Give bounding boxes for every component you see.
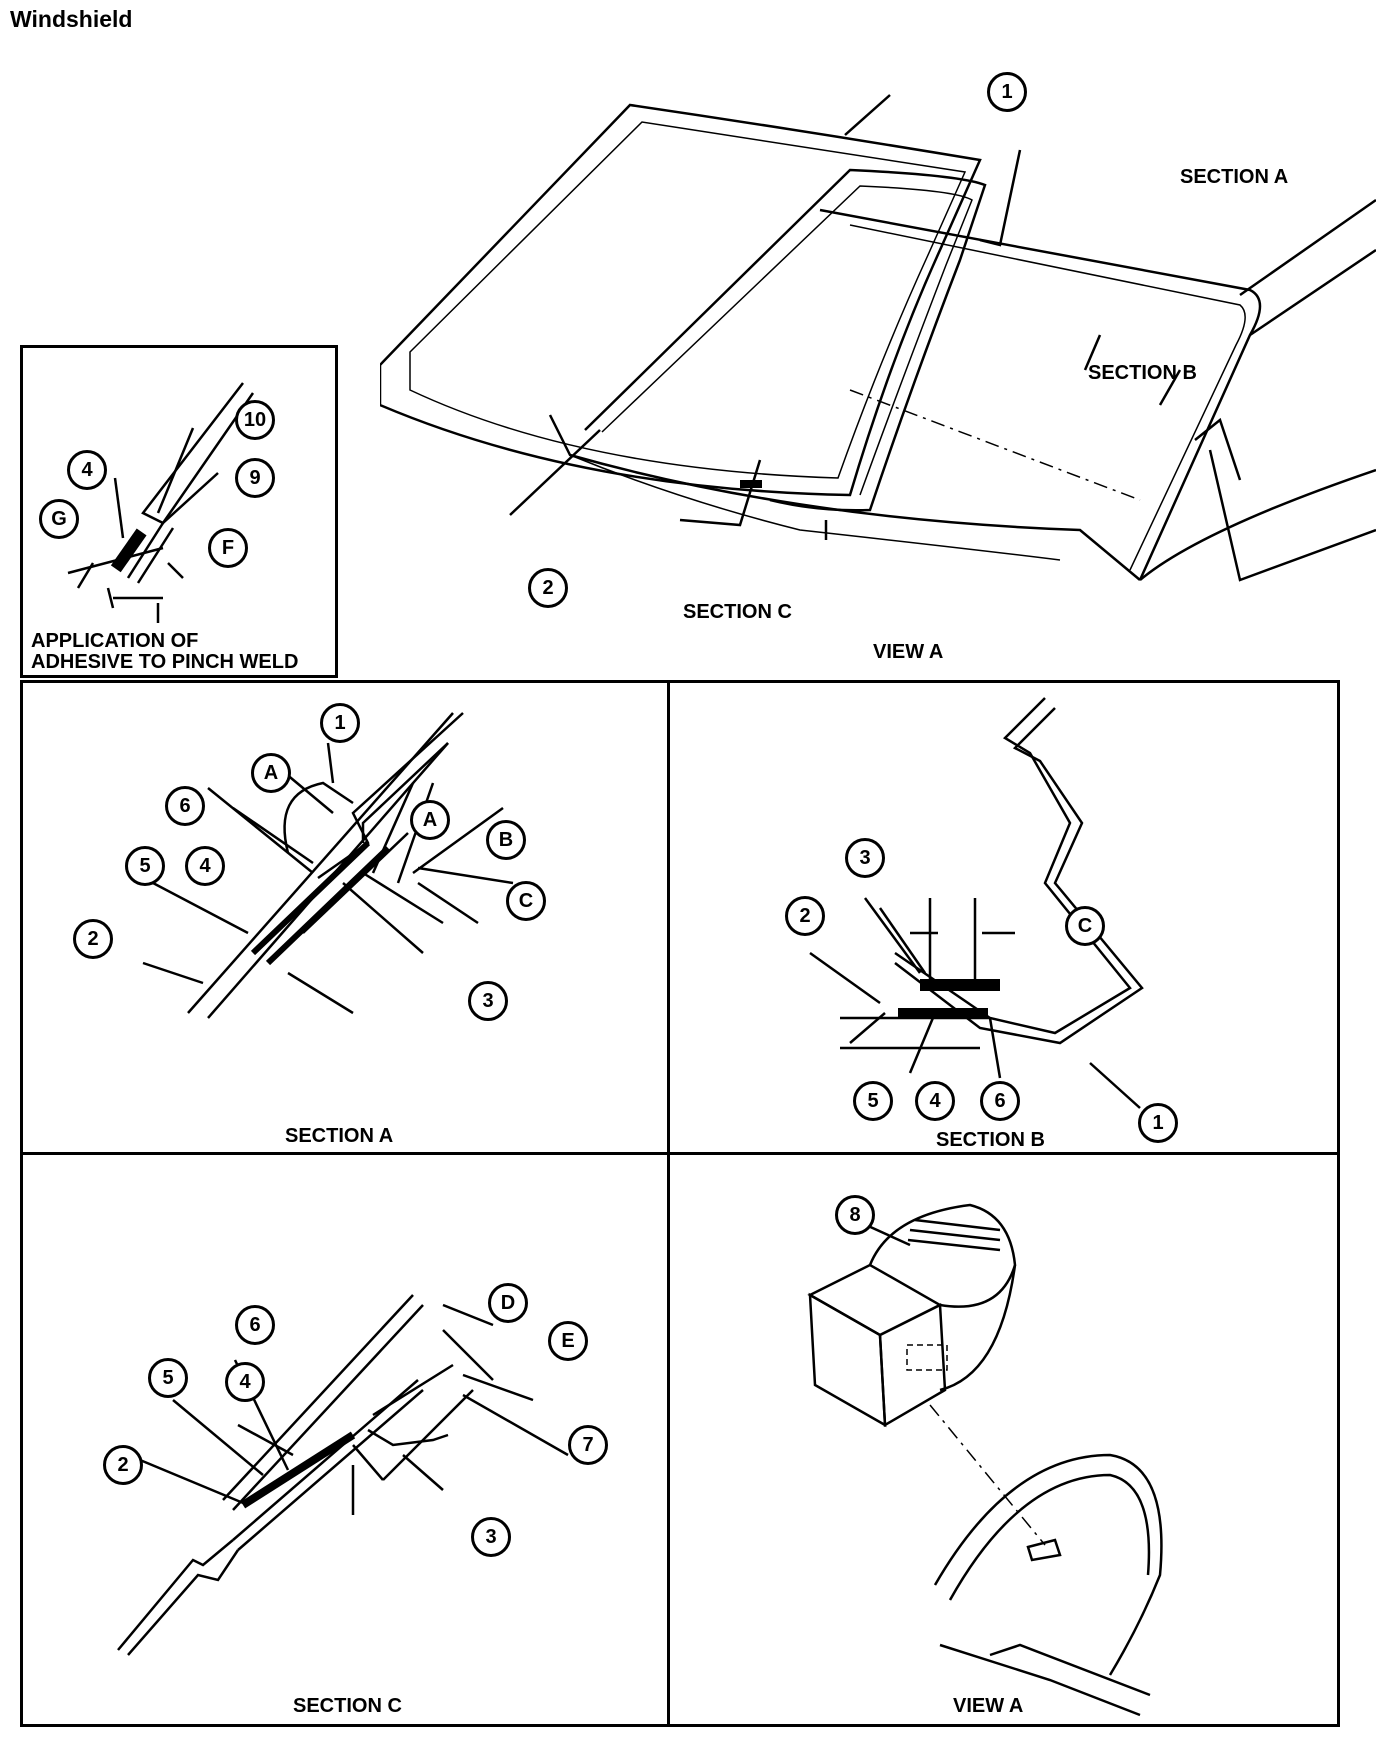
overview-section-b-label: SECTION B <box>1088 362 1197 384</box>
inset-callout-10: 10 <box>235 400 275 440</box>
section-b-panel: 3 2 C 5 4 6 1 SECTION B <box>667 680 1340 1155</box>
section-a-caption: SECTION A <box>285 1125 394 1147</box>
inset-adhesive-panel: 4 10 9 G F APPLICATION OF ADHESIVE TO PI… <box>20 345 338 678</box>
overview-view-a-label: VIEW A <box>873 641 944 663</box>
section-b-callout-4: 4 <box>915 1081 955 1121</box>
inset-callout-g: G <box>39 499 79 539</box>
section-b-callout-6: 6 <box>980 1081 1020 1121</box>
overview-section-a-label: SECTION A <box>1180 166 1289 188</box>
section-a-drawing <box>23 683 667 1152</box>
section-c-callout-2: 2 <box>103 1445 143 1485</box>
overview-callout-1: 1 <box>987 72 1027 112</box>
inset-callout-4: 4 <box>67 450 107 490</box>
inset-drawing <box>23 348 335 675</box>
view-a-caption: VIEW A <box>953 1695 1024 1717</box>
section-a-callout-1: 1 <box>320 703 360 743</box>
section-a-callout-4: 4 <box>185 846 225 886</box>
page-title: Windshield <box>10 6 133 32</box>
section-a-panel: 1 A 6 A B 5 4 C 2 3 SECTION A <box>20 680 670 1155</box>
inset-caption: APPLICATION OF ADHESIVE TO PINCH WELD <box>31 631 298 673</box>
windshield-glass <box>380 105 980 495</box>
section-b-callout-3: 3 <box>845 838 885 878</box>
section-b-caption: SECTION B <box>936 1129 1045 1151</box>
view-a-drawing <box>670 1155 1337 1724</box>
section-c-callout-d: D <box>488 1283 528 1323</box>
view-a-callout-8: 8 <box>835 1195 875 1235</box>
section-a-callout-6: 6 <box>165 786 205 826</box>
section-b-drawing <box>670 683 1337 1152</box>
section-a-callout-2: 2 <box>73 919 113 959</box>
view-a-panel: 8 VIEW A <box>667 1152 1340 1727</box>
section-c-drawing <box>23 1155 667 1724</box>
section-c-callout-4: 4 <box>225 1362 265 1402</box>
inset-callout-9: 9 <box>235 458 275 498</box>
section-b-callout-c: C <box>1065 906 1105 946</box>
inset-callout-f: F <box>208 528 248 568</box>
overview-drawing <box>380 60 1376 670</box>
section-b-callout-2: 2 <box>785 896 825 936</box>
overview-section-c-label: SECTION C <box>683 601 792 623</box>
section-c-panel: D 6 E 5 4 7 2 3 SECTION C <box>20 1152 670 1727</box>
overview-illustration <box>380 60 1376 670</box>
section-a-callout-a-right: A <box>410 800 450 840</box>
section-c-callout-6: 6 <box>235 1305 275 1345</box>
overview-callout-2: 2 <box>528 568 568 608</box>
section-a-callout-5: 5 <box>125 846 165 886</box>
section-a-callout-c: C <box>506 881 546 921</box>
section-c-callout-5: 5 <box>148 1358 188 1398</box>
section-a-callout-a-left: A <box>251 753 291 793</box>
section-c-callout-3: 3 <box>471 1517 511 1557</box>
inset-caption-line1: APPLICATION OF <box>31 630 199 652</box>
inset-caption-line2: ADHESIVE TO PINCH WELD <box>31 651 299 673</box>
section-c-callout-7: 7 <box>568 1425 608 1465</box>
section-b-callout-1: 1 <box>1138 1103 1178 1143</box>
section-b-callout-5: 5 <box>853 1081 893 1121</box>
section-a-callout-b: B <box>486 820 526 860</box>
section-c-callout-e: E <box>548 1321 588 1361</box>
section-a-callout-3: 3 <box>468 981 508 1021</box>
section-c-caption: SECTION C <box>293 1695 402 1717</box>
